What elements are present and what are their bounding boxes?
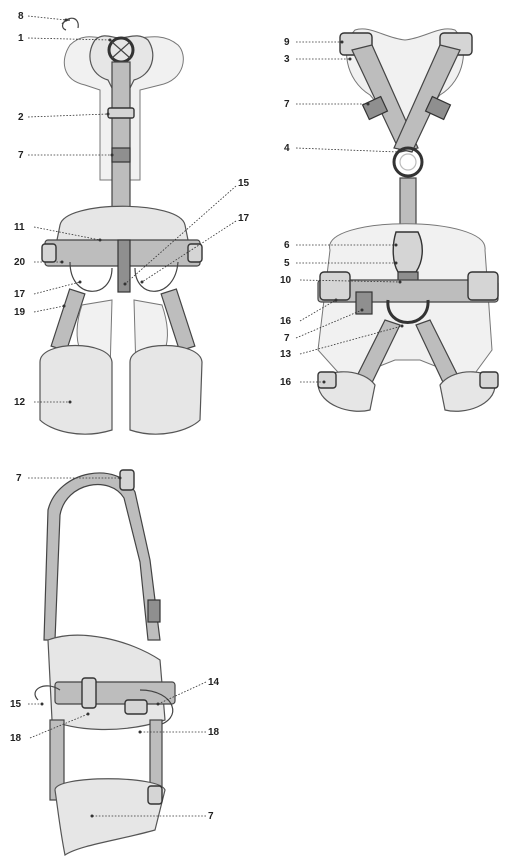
back-view-illustration [318,29,498,411]
svg-text:7: 7 [18,150,24,161]
svg-text:14: 14 [208,677,220,688]
svg-text:17: 17 [14,289,26,300]
front-callout-2: 2 [18,112,110,123]
svg-text:3: 3 [284,54,290,65]
svg-text:15: 15 [238,178,250,189]
svg-text:11: 11 [14,222,25,233]
svg-text:18: 18 [208,727,220,738]
svg-text:9: 9 [284,37,290,48]
back-callout-7a: 7 [284,99,370,110]
svg-text:16: 16 [280,316,292,327]
svg-text:8: 8 [18,11,24,22]
svg-text:6: 6 [284,240,290,251]
svg-text:19: 19 [14,307,26,318]
svg-text:12: 12 [14,397,26,408]
svg-text:16: 16 [280,377,292,388]
side-callout-15: 15 [10,699,44,710]
svg-text:1: 1 [18,33,24,44]
svg-text:7: 7 [16,473,22,484]
svg-text:13: 13 [280,349,292,360]
svg-text:4: 4 [284,143,290,154]
svg-text:7: 7 [284,333,290,344]
svg-text:20: 20 [14,257,26,268]
svg-text:18: 18 [10,733,22,744]
svg-text:17: 17 [238,213,250,224]
svg-text:2: 2 [18,112,24,123]
front-callout-19: 19 [14,305,66,319]
svg-text:10: 10 [280,275,292,286]
back-callout-4: 4 [284,143,400,154]
front-callout-8: 8 [18,11,68,22]
svg-text:15: 15 [10,699,22,710]
svg-text:7: 7 [284,99,290,110]
svg-text:5: 5 [284,258,290,269]
back-callout-3: 3 [284,54,352,65]
svg-text:7: 7 [208,811,214,822]
front-callout-7: 7 [18,150,114,161]
back-callout-9: 9 [284,37,344,48]
front-view-illustration [40,18,202,434]
side-view-illustration [35,470,175,855]
